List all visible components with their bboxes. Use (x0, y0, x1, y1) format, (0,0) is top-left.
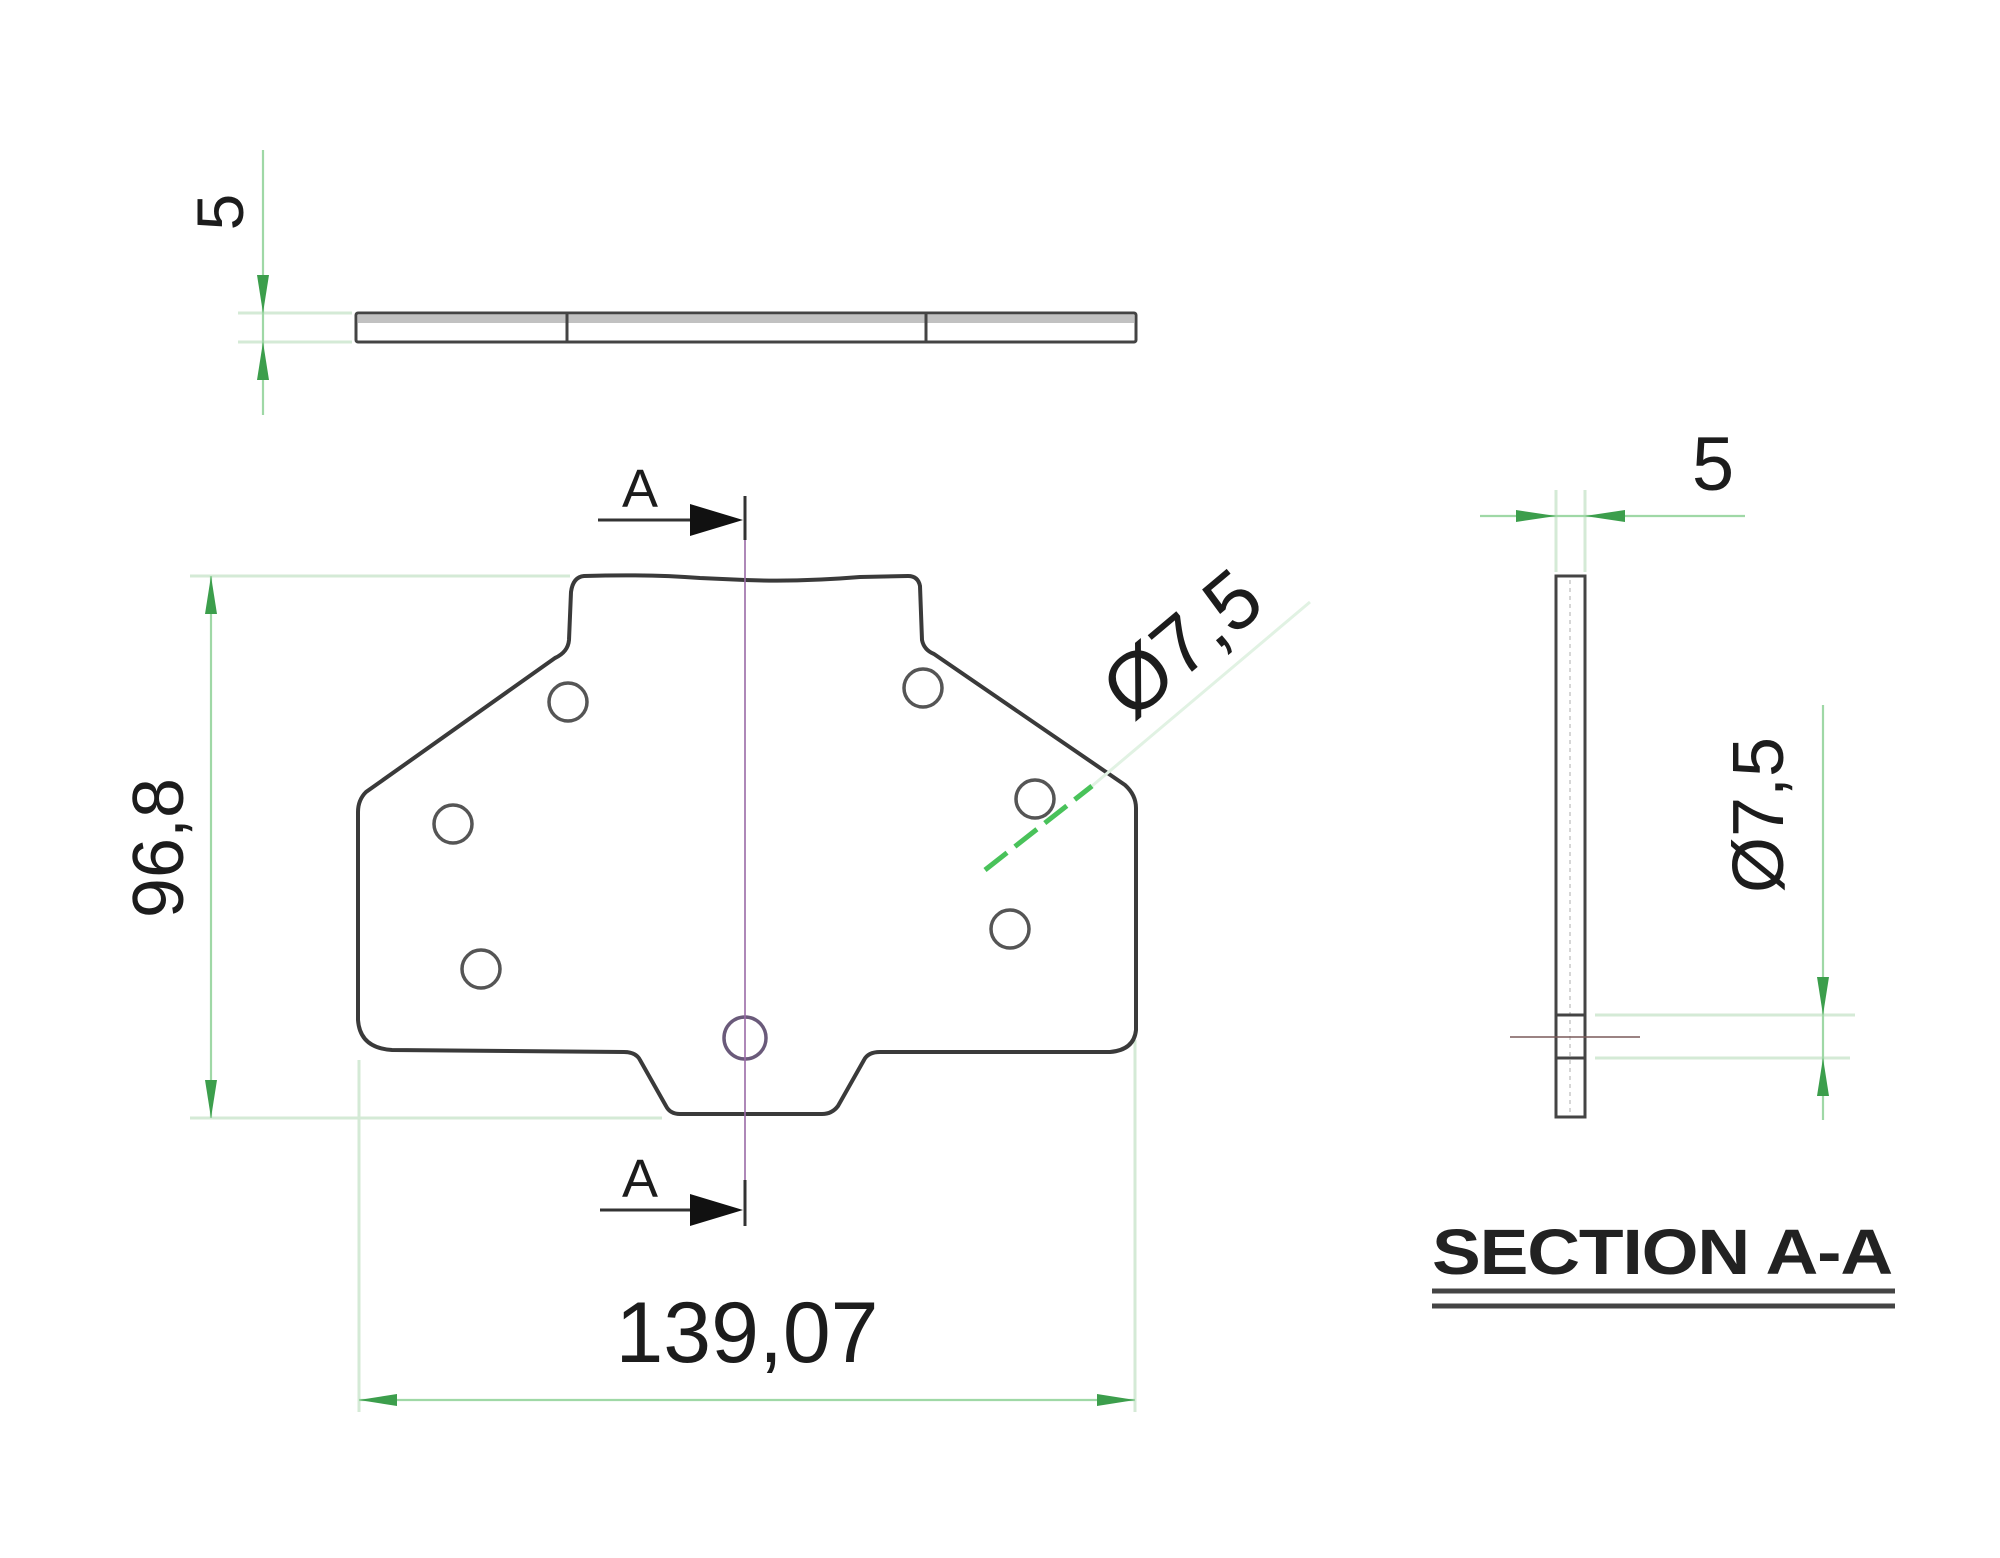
dimension-arrow-icon (359, 1394, 397, 1406)
mounting-hole (547, 681, 589, 723)
front-view: 96,8 139,07 A A Ø7,5 (119, 459, 1311, 1412)
plate-side-shade (358, 315, 1134, 323)
dimension-arrow-icon (1817, 1058, 1829, 1096)
dimension-arrow-icon (257, 275, 269, 313)
section-marker-bottom: A (622, 1149, 658, 1209)
mounting-hole (902, 667, 944, 709)
side-thickness-label: 5 (183, 194, 257, 231)
diameter-leader-extension (1091, 600, 1311, 788)
mounting-hole (1014, 778, 1056, 820)
section-title: SECTION A-A (1432, 1216, 1892, 1288)
section-hole-diameter-label: Ø7,5 (1719, 737, 1799, 893)
section-profile (1554, 574, 1587, 1119)
section-marker-top: A (622, 459, 658, 519)
mounting-hole (432, 803, 474, 845)
dimension-arrow-icon (257, 342, 269, 380)
section-arrow-icon (690, 504, 743, 536)
dimension-arrow-icon (1817, 977, 1829, 1015)
plate-height-label: 96,8 (119, 778, 199, 918)
section-thickness-label: 5 (1692, 422, 1734, 507)
dimension-arrow-icon (205, 1080, 217, 1118)
plate-side-profile (354, 311, 1138, 344)
diameter-leader (983, 784, 1094, 872)
dimension-arrow-icon (1516, 510, 1556, 522)
section-arrow-icon (690, 1194, 743, 1226)
section-view: 5 Ø7,5 SECTION A-A (1432, 422, 1895, 1309)
dimension-arrow-icon (1585, 510, 1625, 522)
dimension-arrow-icon (205, 576, 217, 614)
mounting-hole (460, 948, 502, 990)
dimension-arrow-icon (1097, 1394, 1135, 1406)
plate-width-label: 139,07 (615, 1285, 878, 1381)
side-view: 5 (183, 150, 1138, 415)
mounting-hole (989, 908, 1031, 950)
